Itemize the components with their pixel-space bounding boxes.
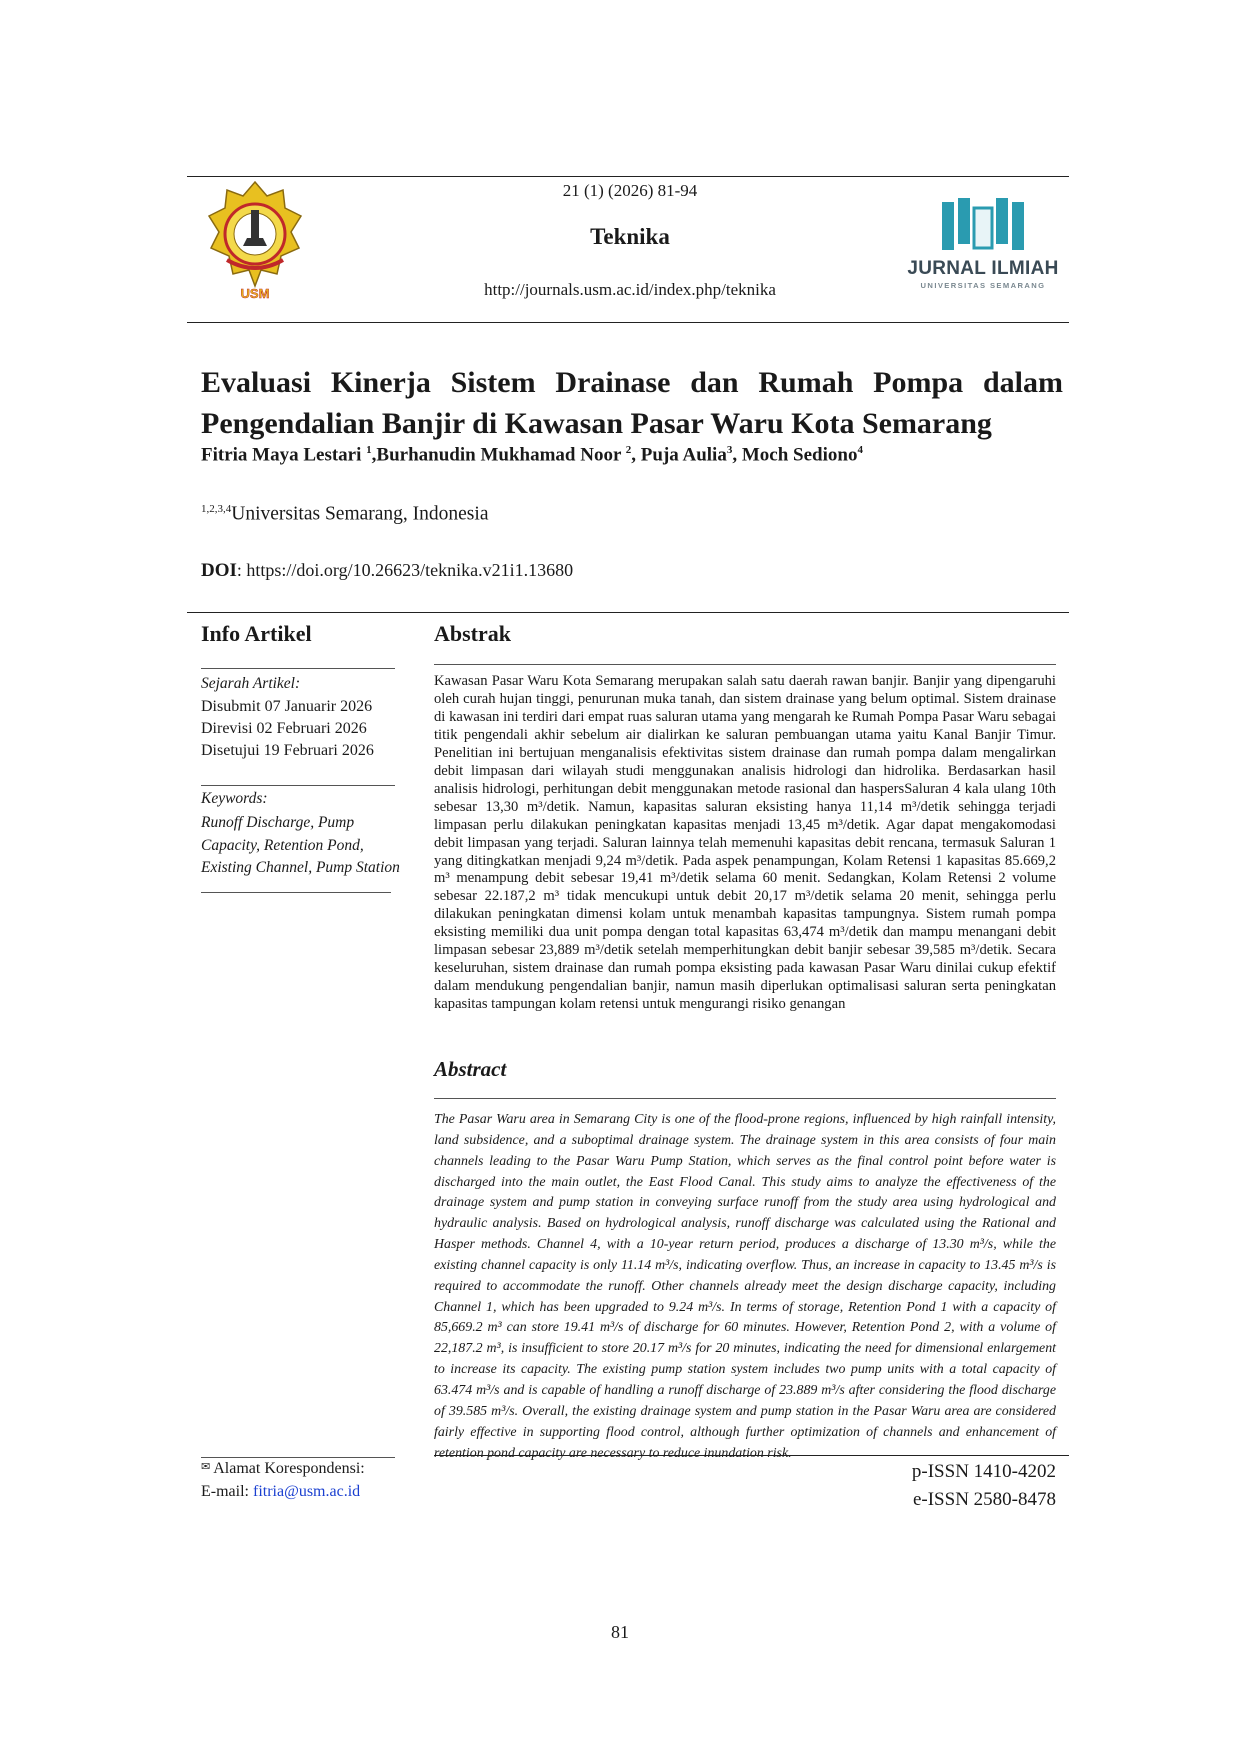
keywords-line: Capacity, Retention Pond, [201,836,364,854]
keywords-line: Existing Channel, Pump Station [201,859,400,876]
affiliation-marks: 1,2,3,4 [201,503,232,515]
author-affiliation-mark: 4 [857,444,863,456]
author-affiliation-mark: 1 [366,444,372,456]
journal-citation: 21 (1) (2026) 81-94 [562,181,698,200]
affiliation: 1,2,3,4Universitas Semarang, Indonesia [201,503,488,526]
affiliation-name: Universitas Semarang, Indonesia [231,503,489,525]
page-number: 81 [611,1622,629,1642]
email-label: E-mail: [201,1483,253,1500]
author-list: Fitria Maya Lestari 1,Burhanudin Mukhama… [201,444,863,466]
revised-date: Direvisi 02 Februari 2026 [201,720,367,737]
author-name: , Moch Sediono [732,444,858,466]
author-affiliation-mark: 2 [625,444,632,456]
abstrak-body: Kawasan Pasar Waru Kota Semarang merupak… [434,673,1056,1013]
header-bottom-rule [187,322,1069,323]
abstrak-heading: Abstrak [434,621,512,646]
jurnal-ilmiah-subtitle: UNIVERSITAS SEMARANG [920,281,1046,290]
abstract-heading: Abstract [434,1057,507,1081]
correspondence-text: Alamat Korespondensi: [213,1460,365,1477]
author-name: ,Burhanudin Mukhamad Noor [371,444,626,466]
section-top-rule [187,612,1069,613]
info-artikel-heading: Info Artikel [201,621,312,646]
history-label: Sejarah Artikel: [201,675,301,692]
keywords: Runoff Discharge, Pump Capacity, Retenti… [201,812,421,880]
electronic-issn: e-ISSN 2580-8478 [912,1489,1056,1510]
usm-logo: USM [205,176,305,306]
print-issn: p-ISSN 1410-4202 [911,1461,1056,1482]
keywords-line: Runoff Discharge, Pump [201,814,355,831]
abstract-rule [434,1098,1056,1099]
jurnal-ilmiah-logo: JURNAL ILMIAH UNIVERSITAS SEMARANG [898,198,1068,293]
paper-title: Evaluasi Kinerja Sistem Drainase dan Rum… [201,366,1063,440]
doi-label: DOI [201,560,237,581]
abstract-body: The Pasar Waru area in Semarang City is … [434,1112,1056,1461]
journal-name: Teknika [590,224,670,249]
doi-line: DOI: https://doi.org/10.26623/teknika.v2… [201,560,573,582]
doi-link[interactable]: : https://doi.org/10.26623/teknika.v21i1… [236,560,574,580]
author-affiliation-mark: 3 [726,444,733,456]
header-top-rule [187,176,1069,177]
history-rule [201,785,395,786]
journal-url[interactable]: http://journals.usm.ac.id/index.php/tekn… [484,280,776,299]
accepted-date: Disetujui 19 Februari 2026 [201,742,374,759]
author-name: Fitria Maya Lestari [201,444,367,466]
info-rule [201,668,395,669]
jurnal-ilmiah-title: JURNAL ILMIAH [907,258,1059,279]
correspondence-email-row: E-mail: fitria@usm.ac.id [201,1483,360,1501]
usm-logo-text: USM [241,286,270,301]
author-name: , Puja Aulia [631,444,727,466]
abstrak-rule [434,664,1056,665]
envelope-icon: ✉ [201,1461,211,1473]
submitted-date: Disubmit 07 Januarir 2026 [201,698,373,715]
correspondence-rule-right [434,1455,1069,1456]
correspondence-rule-left [201,1457,395,1458]
keywords-rule [201,892,391,893]
correspondence-email-link[interactable]: fitria@usm.ac.id [252,1483,361,1500]
correspondence-label: ✉Alamat Korespondensi: [201,1460,365,1478]
keywords-label: Keywords: [201,790,268,807]
